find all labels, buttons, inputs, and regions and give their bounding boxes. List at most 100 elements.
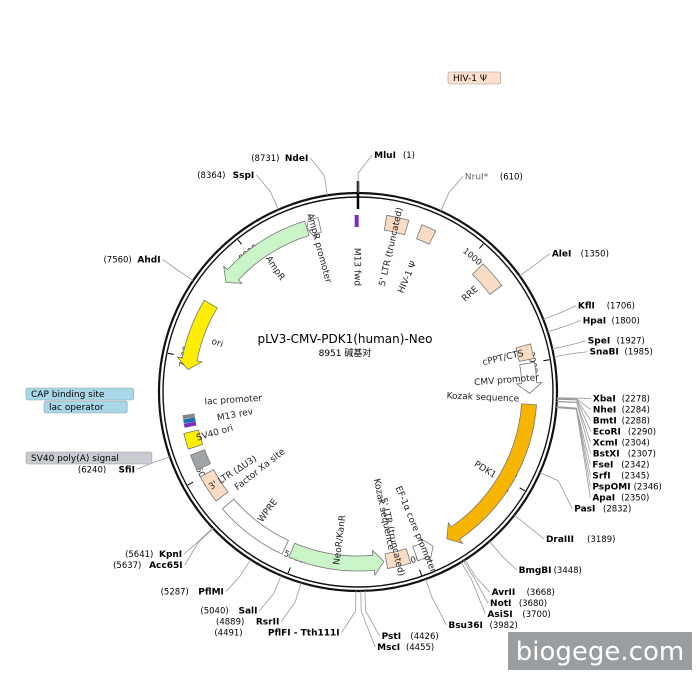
site-name: PspOMI	[592, 483, 630, 493]
site-kpni[interactable]: KpnI(5641)	[125, 550, 182, 560]
site-name: BstXI	[593, 450, 620, 460]
site-nhei[interactable]: NheI(2284)	[593, 406, 650, 416]
site-name: MluI	[374, 151, 396, 161]
site-ndei[interactable]: NdeI(8731)	[251, 154, 308, 164]
site-position: (2284)	[622, 406, 650, 416]
site-name: BmtI	[593, 417, 617, 427]
site-position: (3448)	[554, 566, 582, 576]
inner-label: M13 fwd	[351, 248, 361, 286]
site-msci[interactable]: MscI (4455)	[377, 643, 434, 653]
site-position: (1927)	[617, 337, 645, 347]
site-position: (1350)	[581, 250, 609, 260]
site-name: AleI	[552, 250, 572, 260]
site-position: (1)	[403, 151, 415, 161]
feature-ef-1-core-promoter	[412, 537, 434, 563]
site-mlui[interactable]: MluI (1)	[374, 151, 415, 161]
site-name: PasI	[574, 505, 595, 515]
site-layer: MluI (1) NruI*(610) AleI (1350) KflI(1706) Hpa…	[78, 151, 662, 653]
site-sspi[interactable]: SspI(8364)	[197, 171, 254, 181]
callout-tag-box	[43, 400, 128, 414]
site-avrii[interactable]: AvrII(3668)	[492, 588, 555, 598]
site-psti[interactable]: PstI(4426)	[382, 632, 439, 642]
site-pflmi[interactable]: PflMI(5287)	[161, 588, 224, 598]
site-asisi[interactable]: AsiSI(3700)	[487, 610, 550, 620]
site-position: (5040)	[200, 607, 228, 617]
site-bmti[interactable]: BmtI(2288)	[593, 417, 650, 427]
site-leader	[514, 514, 545, 540]
site-sfii[interactable]: SfiI(6240)	[78, 465, 135, 475]
site-nrui-[interactable]: NruI*(610)	[465, 172, 523, 182]
site-snabi[interactable]: SnaBI(1985)	[590, 348, 653, 358]
plasmid-title: pLV3-CMV-PDK1(human)-Neo	[258, 332, 433, 346]
site-spei[interactable]: SpeI(1927)	[588, 337, 645, 347]
feature-ampr-promoter	[306, 214, 322, 239]
site-xbai[interactable]: XbaI(2278)	[593, 395, 650, 405]
feature-label: PDK1	[472, 460, 498, 481]
site-sali[interactable]: SalI (5040)	[200, 607, 257, 617]
site-leader	[556, 406, 591, 487]
site-draiii[interactable]: DraIII(3189)	[546, 535, 615, 545]
site-position: (4455)	[406, 643, 434, 653]
site-leader	[556, 398, 592, 432]
small-marker	[183, 421, 197, 428]
feature-ampr	[223, 220, 310, 284]
tick-mark	[519, 487, 526, 492]
site-leader	[460, 562, 486, 615]
site-name: PflMI	[198, 588, 224, 598]
site-noti[interactable]: NotI(3680)	[490, 599, 547, 609]
site-leader	[309, 157, 328, 196]
site-name: ApaI	[592, 494, 615, 504]
feature-neor-kanr	[288, 542, 385, 577]
site-position: (3680)	[519, 599, 547, 609]
site-position: (4889)	[216, 618, 244, 628]
site-position: (5637)	[113, 561, 141, 571]
site-bmgbi[interactable]: BmgBI(3448)	[519, 566, 582, 576]
site-kfli[interactable]: KflI(1706)	[578, 302, 635, 312]
site-name: SnaBI	[590, 348, 619, 358]
site-leader	[183, 527, 214, 555]
site-name: MscI	[377, 643, 400, 653]
site-name: NruI*	[465, 172, 489, 182]
site-name: FseI	[592, 461, 613, 471]
site-srfi[interactable]: SrfI (2345)	[592, 472, 649, 482]
site-leader	[440, 176, 464, 212]
site-fsei[interactable]: FseI(2342)	[592, 461, 649, 471]
feature-pdk1	[446, 403, 537, 545]
site-pflfi-tth111i[interactable]: PflFI - Tth111I(4491)	[214, 629, 339, 639]
site-acc65i[interactable]: Acc65I(5637)	[113, 561, 182, 571]
callout-tag-box	[447, 71, 502, 85]
site-name: AvrII	[492, 588, 516, 598]
site-xcmi[interactable]: XcmI(2304)	[593, 439, 650, 449]
site-position: (2290)	[628, 428, 656, 438]
site-leader	[556, 407, 591, 498]
site-bsu36i[interactable]: Bsu36I(3982)	[448, 621, 517, 631]
site-name: SfiI	[118, 465, 135, 475]
site-bstxi[interactable]: BstXI(2307)	[593, 450, 656, 460]
feature-5-ltr-truncated	[383, 214, 410, 236]
site-position: (2345)	[621, 472, 649, 482]
site-leader	[255, 174, 279, 210]
site-hpai[interactable]: HpaI(1800)	[583, 316, 640, 326]
site-leader	[425, 579, 447, 626]
site-ecori[interactable]: EcoRI(2290)	[593, 428, 656, 438]
callout-tag-box	[25, 387, 134, 401]
feature-element-11	[189, 449, 211, 471]
feature-ori	[176, 299, 218, 371]
site-apai[interactable]: ApaI(2350)	[592, 494, 649, 504]
site-name: SalI	[238, 607, 257, 617]
site-ahdi[interactable]: AhdI(7560)	[103, 255, 160, 265]
site-position: (2346)	[634, 483, 662, 493]
site-position: (4426)	[410, 632, 438, 642]
site-pasi[interactable]: PasI(2832)	[574, 505, 631, 515]
feature-rre	[471, 263, 503, 295]
site-leader	[547, 319, 581, 333]
tick-mark	[287, 567, 291, 574]
site-name: SrfI	[592, 472, 610, 482]
site-alei[interactable]: AleI (1350)	[552, 250, 609, 260]
site-leader	[184, 528, 214, 566]
site-pspomi[interactable]: PspOMI (2346)	[592, 483, 661, 493]
tick-label: 1000	[460, 246, 483, 268]
callout-tag-text: HIV-1 Ψ	[453, 74, 487, 84]
site-rsrii[interactable]: RsrII(4889)	[216, 618, 279, 628]
